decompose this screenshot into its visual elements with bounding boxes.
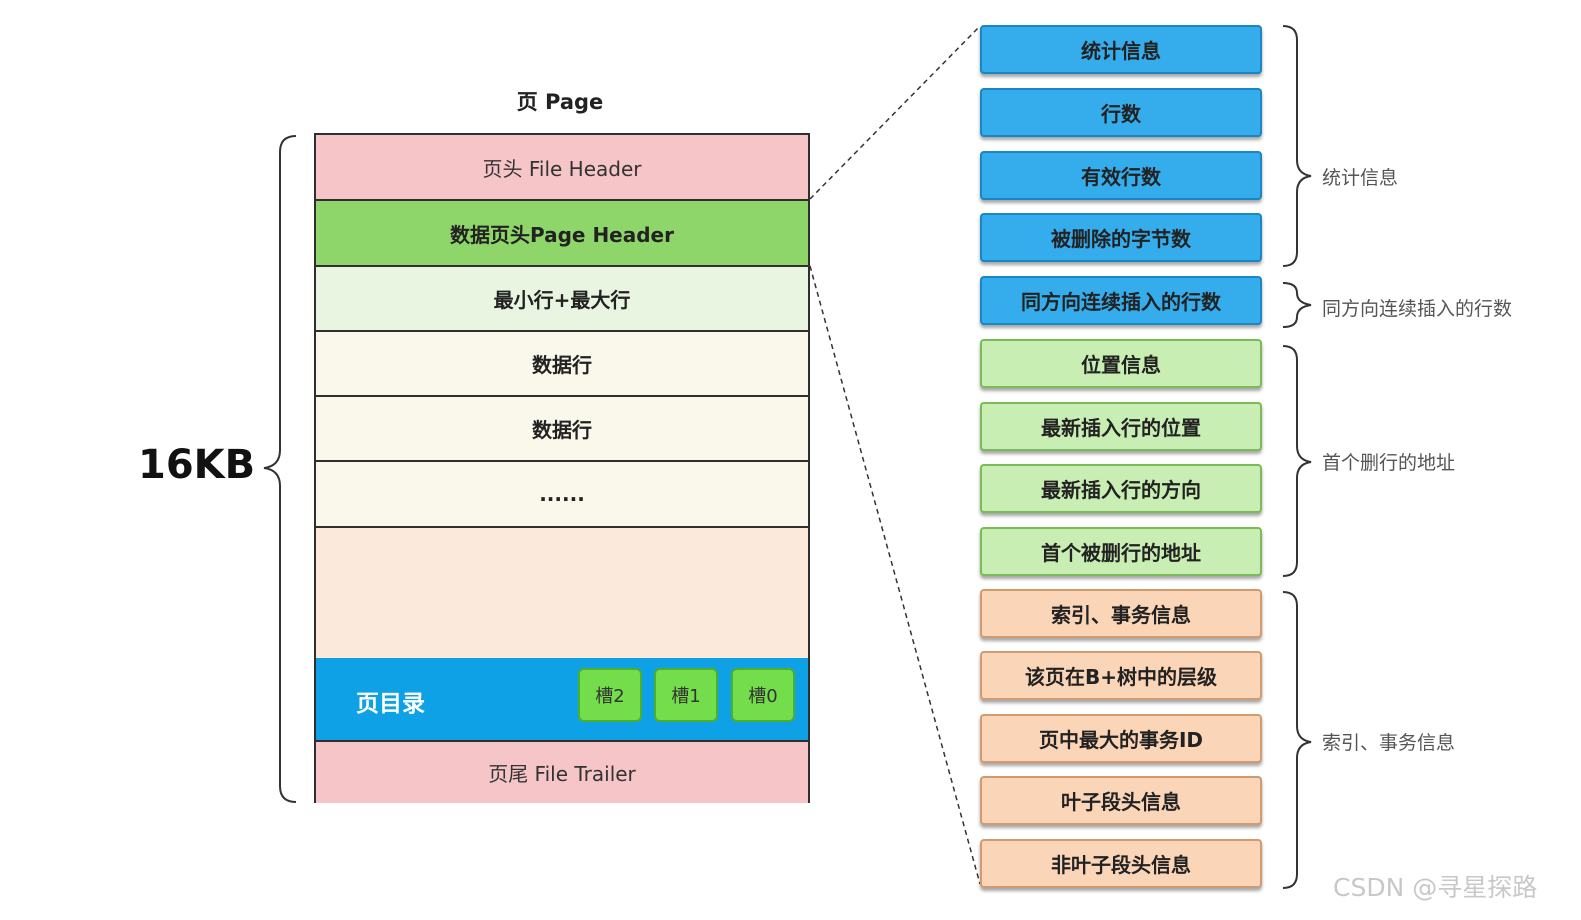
field-max-txn-id: 页中最大的事务ID <box>980 714 1262 763</box>
group-label-position: 首个删行的地址 <box>1322 452 1456 474</box>
field-last-insert-direction: 最新插入行的方向 <box>980 464 1262 513</box>
page-header-row: 数据页头Page Header <box>316 201 808 267</box>
slot-1: 槽1 <box>654 668 718 722</box>
field-deleted-bytes: 被删除的字节数 <box>980 213 1262 262</box>
field-nonleaf-segment-header: 非叶子段头信息 <box>980 839 1262 888</box>
field-btree-level: 该页在B+树中的层级 <box>980 651 1262 700</box>
page-size-label: 16KB <box>138 442 256 488</box>
field-last-insert-position: 最新插入行的位置 <box>980 402 1262 451</box>
field-position-info: 位置信息 <box>980 339 1262 388</box>
group-label-stats: 统计信息 <box>1322 167 1399 189</box>
data-row: 数据行 <box>316 397 808 462</box>
field-row-count: 行数 <box>980 88 1262 137</box>
field-stats-info: 统计信息 <box>980 25 1262 74</box>
slot-2: 槽2 <box>578 668 642 722</box>
brace-position <box>1282 345 1312 577</box>
group-label-same-direction: 同方向连续插入的行数 <box>1322 298 1513 320</box>
page-title: 页 Page <box>516 90 604 114</box>
watermark: CSDN @寻星探路 <box>1333 873 1538 902</box>
field-index-txn-info: 索引、事务信息 <box>980 589 1262 638</box>
page-structure: 页头 File Header 数据页头Page Header 最小行+最大行 数… <box>314 133 810 803</box>
field-first-deleted-address: 首个被删行的地址 <box>980 527 1262 576</box>
field-leaf-segment-header: 叶子段头信息 <box>980 776 1262 825</box>
size-brace <box>263 135 297 803</box>
field-valid-row-count: 有效行数 <box>980 151 1262 200</box>
brace-same-direction <box>1282 282 1312 328</box>
zoom-line-bottom <box>809 265 981 885</box>
page-directory-row: 页目录 槽2 槽1 槽0 <box>316 658 808 742</box>
file-header-row: 页头 File Header <box>316 135 808 201</box>
data-row: 数据行 <box>316 332 808 397</box>
brace-stats <box>1282 25 1312 267</box>
brace-index <box>1282 591 1312 889</box>
infimum-supremum-row: 最小行+最大行 <box>316 267 808 332</box>
more-rows-ellipsis: ...... <box>316 462 808 528</box>
field-same-direction-inserts: 同方向连续插入的行数 <box>980 276 1262 325</box>
free-space-row <box>316 528 808 658</box>
group-label-index: 索引、事务信息 <box>1322 732 1456 754</box>
slot-0: 槽0 <box>731 668 795 722</box>
file-trailer-row: 页尾 File Trailer <box>316 742 808 803</box>
page-directory-label: 页目录 <box>356 691 425 717</box>
zoom-line-top <box>809 25 981 200</box>
